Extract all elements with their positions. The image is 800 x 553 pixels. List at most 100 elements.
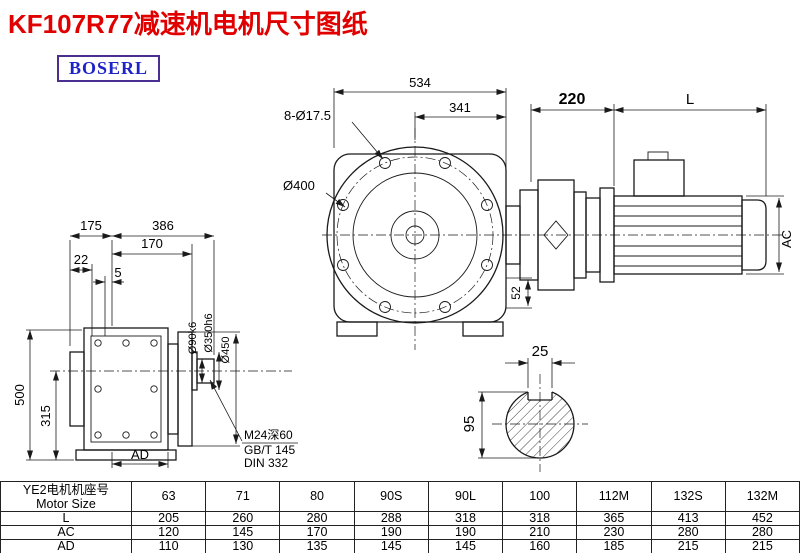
front-view-dimensions: 534 341 8-Ø17.5 Ø400 220 L xyxy=(283,75,794,309)
note-standard-din: DIN 332 xyxy=(244,456,288,470)
dim-22: 22 xyxy=(74,252,88,267)
size-col-header: 132S xyxy=(650,481,726,512)
dim-175: 175 xyxy=(80,218,102,233)
flange-neck xyxy=(167,343,179,435)
cell: 130 xyxy=(205,539,281,553)
flange-recess-circle xyxy=(352,172,478,298)
shaft-section-view: 25 95 xyxy=(461,343,588,472)
front-view-geometry xyxy=(322,128,786,350)
dim-shaft-dia-95: 95 xyxy=(461,416,478,433)
page-title: KF107R77减速机电机尺寸图纸 xyxy=(8,9,368,39)
side-view-dimensions: 175 386 170 22 5 500 xyxy=(12,218,298,470)
cell: 288 xyxy=(353,511,429,526)
cell: 280 xyxy=(724,525,800,540)
dim-534: 534 xyxy=(409,75,431,90)
dim-motor-length: L xyxy=(686,91,694,108)
hub-circle xyxy=(390,210,440,260)
dim-AD: AD xyxy=(131,447,149,462)
note-tapped-hole: M24深60 xyxy=(244,428,293,442)
table-header-row: YE2电机机座号 Motor Size 63 71 80 90S 90L 100… xyxy=(0,481,800,512)
cell: 215 xyxy=(650,539,726,553)
cell: 135 xyxy=(279,539,355,553)
bolt-hole xyxy=(379,157,391,169)
bolt xyxy=(94,431,102,439)
dim-shaft-dia: Ø90k6 xyxy=(187,322,199,354)
technical-drawing: 534 341 8-Ø17.5 Ø400 220 L xyxy=(12,75,794,472)
motor-size-header-cn: YE2电机机座号 xyxy=(22,482,110,497)
dim-5: 5 xyxy=(114,265,121,280)
shaft-circle xyxy=(405,225,425,245)
bolt xyxy=(150,385,158,393)
dim-flange-dia: Ø450 xyxy=(220,337,232,364)
dim-386: 386 xyxy=(152,218,174,233)
size-col-header: 112M xyxy=(576,481,652,512)
brand-logo: BOSERL xyxy=(57,55,161,82)
dim-500: 500 xyxy=(12,384,27,406)
size-col-header: 71 xyxy=(205,481,281,512)
cell: 120 xyxy=(130,525,207,540)
flange-outer-circle xyxy=(326,146,504,324)
gearbox-foot-left xyxy=(336,321,378,337)
table-row-AC: AC 120 145 170 190 190 210 230 280 280 xyxy=(0,525,800,540)
side-view-geometry xyxy=(50,327,292,461)
size-col-header: 63 xyxy=(130,481,207,512)
cell: 215 xyxy=(724,539,800,553)
cell: 170 xyxy=(279,525,355,540)
coupling-symbol xyxy=(543,220,569,250)
fan-cover xyxy=(741,199,767,271)
terminal-box-cap xyxy=(647,151,669,161)
size-col-header: 90L xyxy=(427,481,504,512)
shaft-section-geometry xyxy=(492,374,588,472)
bolt xyxy=(122,431,130,439)
rear-cover xyxy=(69,351,85,427)
row-label: L xyxy=(0,511,132,526)
size-col-header: 90S xyxy=(353,481,429,512)
dim-52: 52 xyxy=(509,286,523,300)
bolt-hole xyxy=(439,157,451,169)
dim-bolt-holes: 8-Ø17.5 xyxy=(284,108,331,123)
dim-170: 170 xyxy=(141,236,163,251)
cell: 365 xyxy=(576,511,652,526)
cell: 145 xyxy=(205,525,281,540)
bolt-hole xyxy=(439,301,451,313)
bolt xyxy=(150,339,158,347)
size-col-header: 132M xyxy=(724,481,800,512)
output-shaft xyxy=(196,358,215,384)
cell: 190 xyxy=(353,525,429,540)
bolt-hole xyxy=(481,259,493,271)
motor-size-table: YE2电机机座号 Motor Size 63 71 80 90S 90L 100… xyxy=(0,481,800,553)
dim-315: 315 xyxy=(38,405,53,427)
bolt-hole xyxy=(379,301,391,313)
gearbox-foot-right xyxy=(462,321,504,337)
row-label: AC xyxy=(0,525,132,540)
cell: 260 xyxy=(205,511,281,526)
size-col-header: 80 xyxy=(279,481,355,512)
table-row-L: L 205 260 280 288 318 318 365 413 452 xyxy=(0,511,800,526)
bolt-circle xyxy=(336,156,494,314)
cell: 210 xyxy=(502,525,578,540)
cell: 190 xyxy=(427,525,504,540)
cell: 318 xyxy=(427,511,504,526)
shaft-section-dimensions: 25 95 xyxy=(461,343,575,459)
side-view: 175 386 170 22 5 500 xyxy=(12,218,298,470)
cell: 280 xyxy=(650,525,726,540)
dim-bolt-circle: Ø400 xyxy=(283,178,315,193)
bolt xyxy=(150,431,158,439)
table-row-AD: AD 110 130 135 145 145 160 185 215 215 xyxy=(0,539,800,553)
size-col-header: 100 xyxy=(502,481,578,512)
dim-key-width: 25 xyxy=(532,343,549,360)
cell: 145 xyxy=(353,539,429,553)
front-view: 534 341 8-Ø17.5 Ø400 220 L xyxy=(283,75,794,350)
dim-220: 220 xyxy=(559,91,586,108)
note-standard-gbt: GB/T 145 xyxy=(244,443,295,457)
motor-size-header-cell: YE2电机机座号 Motor Size xyxy=(0,481,132,512)
terminal-box xyxy=(633,159,685,197)
base-foot xyxy=(75,449,177,461)
motor-size-header-en: Motor Size xyxy=(36,496,96,511)
cell: 452 xyxy=(724,511,800,526)
bolt-hole xyxy=(481,199,493,211)
cell: 205 xyxy=(130,511,207,526)
cell: 185 xyxy=(576,539,652,553)
cell: 160 xyxy=(502,539,578,553)
dim-spigot-dia: Ø350h6 xyxy=(203,313,215,352)
